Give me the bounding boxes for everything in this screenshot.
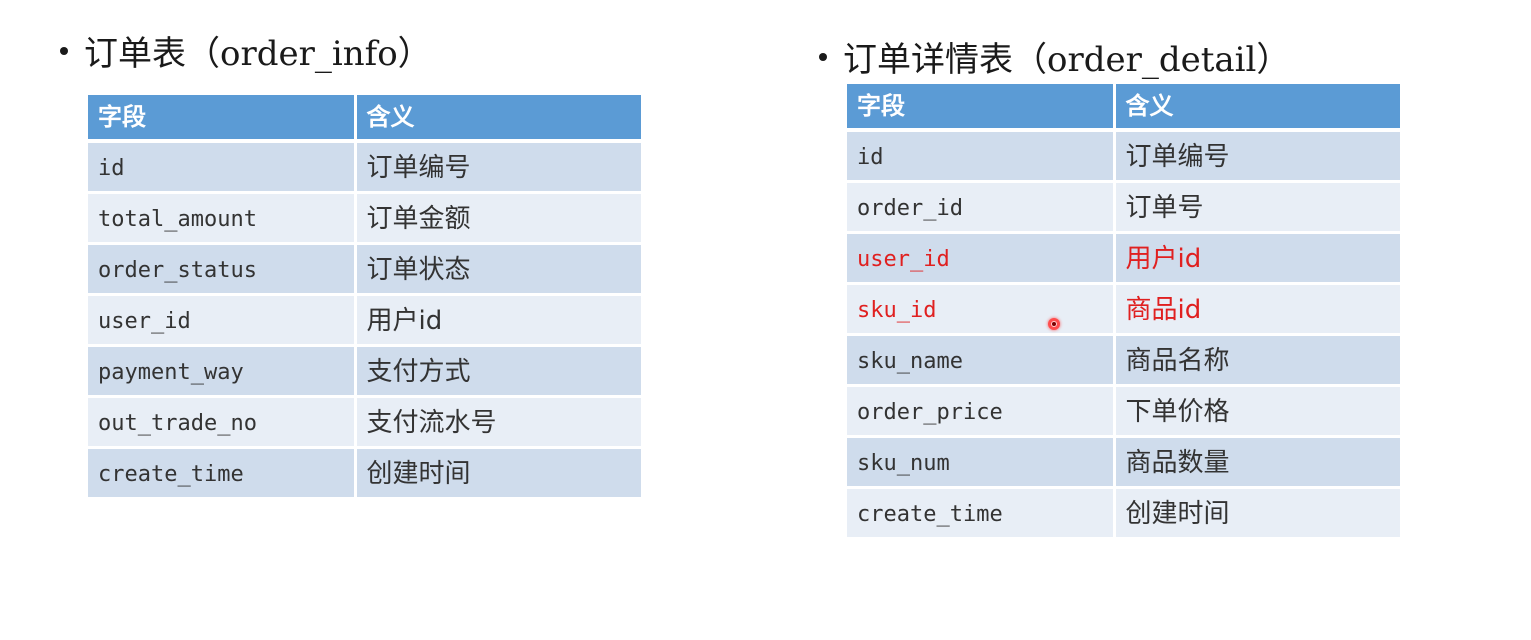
field-meaning-cell: 订单状态 <box>355 243 641 296</box>
field-name-cell: user_id <box>847 232 1116 285</box>
field-meaning-cell: 支付方式 <box>355 345 641 398</box>
column-header-meaning: 含义 <box>1114 84 1400 132</box>
order-info-title: 订单表（order_info） <box>84 34 432 74</box>
field-meaning-cell: 商品数量 <box>1114 436 1400 489</box>
column-header-meaning: 含义 <box>355 95 641 143</box>
field-name-cell: sku_name <box>847 334 1116 387</box>
field-meaning-cell: 用户id <box>355 294 641 347</box>
field-meaning-cell: 订单编号 <box>1114 130 1400 183</box>
field-meaning-cell: 用户id <box>1114 232 1400 285</box>
order-detail-title: 订单详情表（order_detail） <box>843 40 1291 80</box>
field-name-cell: id <box>88 141 357 194</box>
field-name-cell: out_trade_no <box>88 396 357 449</box>
field-meaning-cell: 订单号 <box>1114 181 1400 234</box>
field-meaning-cell: 订单金额 <box>355 192 641 245</box>
field-name-cell: order_price <box>847 385 1116 438</box>
field-name-cell: create_time <box>847 487 1116 540</box>
field-name-cell: sku_id <box>847 283 1116 336</box>
bullet-icon <box>819 52 827 61</box>
bullet-icon <box>60 46 68 55</box>
field-name-cell: sku_num <box>847 436 1116 489</box>
field-meaning-cell: 创建时间 <box>1114 487 1400 540</box>
order-detail-heading: 订单详情表（order_detail） <box>819 32 1290 81</box>
field-meaning-cell: 商品id <box>1114 283 1400 336</box>
field-name-cell: order_id <box>847 181 1116 234</box>
field-name-cell: create_time <box>88 447 357 500</box>
field-name-cell: payment_way <box>88 345 357 398</box>
field-meaning-cell: 创建时间 <box>355 447 641 500</box>
field-name-cell: order_status <box>88 243 357 296</box>
table-header-row: 字段 含义 <box>847 84 1400 132</box>
field-name-cell: user_id <box>88 294 357 347</box>
field-meaning-cell: 支付流水号 <box>355 396 641 449</box>
order-info-heading: 订单表（order_info） <box>60 26 432 75</box>
field-meaning-cell: 商品名称 <box>1114 334 1400 387</box>
field-meaning-cell: 下单价格 <box>1114 385 1400 438</box>
field-name-cell: id <box>847 130 1116 183</box>
field-name-cell: total_amount <box>88 192 357 245</box>
field-meaning-cell: 订单编号 <box>355 141 641 194</box>
column-header-field: 字段 <box>88 95 357 143</box>
table-header-row: 字段 含义 <box>88 95 641 143</box>
column-header-field: 字段 <box>847 84 1116 132</box>
pointer-cursor-icon <box>1048 318 1060 330</box>
